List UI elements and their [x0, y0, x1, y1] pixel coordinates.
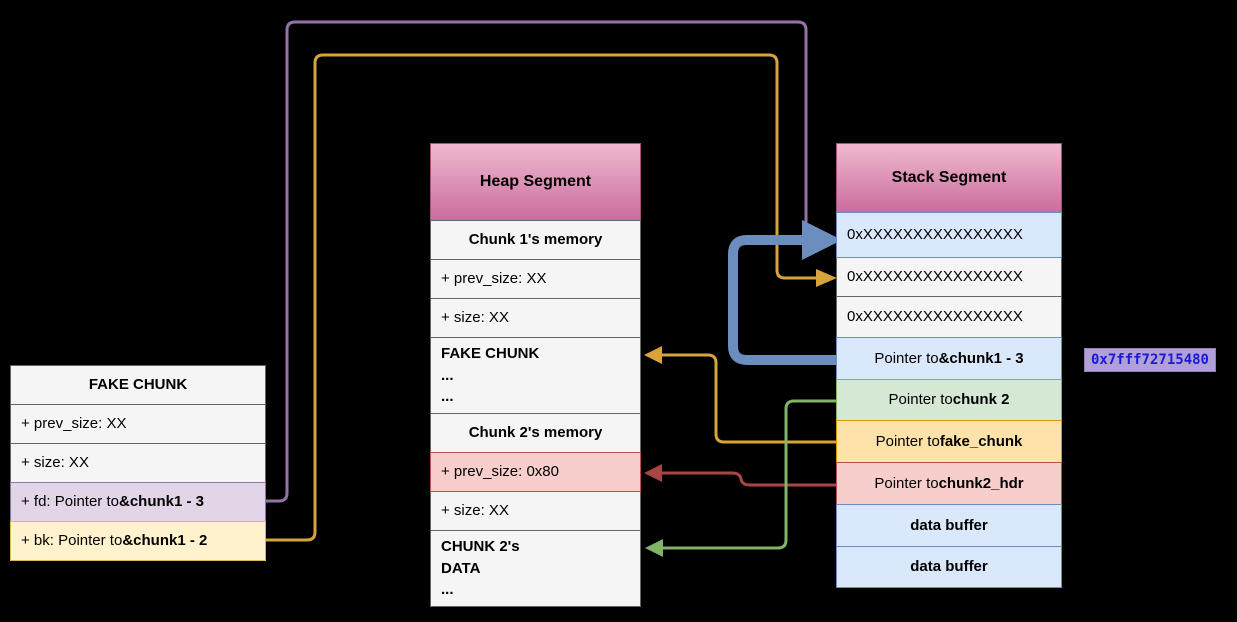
stack-addr-row-2: 0xXXXXXXXXXXXXXXXX: [836, 257, 1062, 297]
heap-chunk2-data-block: CHUNK 2's DATA ...: [430, 530, 641, 607]
heap-chunk1-size-row: + size: XX: [430, 298, 641, 338]
fake-chunk-prev-size-row: + prev_size: XX: [10, 404, 266, 444]
fake-chunk-bk-row: + bk: Pointer to &chunk1 - 2: [10, 521, 266, 561]
ptr-chunk2-hdr-label: Pointer to: [874, 474, 939, 492]
unlink-write-arrowhead: [802, 220, 842, 260]
fd-pointer-arrow: [264, 20, 808, 503]
fake-chunk-pointer-arrowhead: [644, 346, 662, 364]
heap-chunk2-prev-size-row: + prev_size: 0x80: [430, 452, 641, 492]
chunk2-hdr-pointer-arrow: [660, 471, 840, 487]
fd-label: + fd: Pointer to: [21, 493, 119, 511]
ptr-chunk2-value: chunk 2: [952, 391, 1010, 409]
stack-address-label: 0x7fff72715480: [1084, 348, 1216, 372]
stack-segment-title: Stack Segment: [836, 143, 1062, 213]
chunk2-pointer-arrow: [661, 399, 840, 550]
heap-chunk2-header: Chunk 2's memory: [430, 413, 641, 453]
fake-chunk-size-row: + size: XX: [10, 443, 266, 483]
stack-data-buffer-row-2: data buffer: [836, 546, 1062, 588]
fake-chunk-title: FAKE CHUNK: [10, 365, 266, 405]
fake-chunk-box: FAKE CHUNK + prev_size: XX + size: XX + …: [10, 365, 266, 561]
chunk2-hdr-pointer-arrowhead: [644, 464, 662, 482]
fake-chunk-fd-row: + fd: Pointer to &chunk1 - 3: [10, 482, 266, 522]
heap-segment-title: Heap Segment: [430, 143, 641, 221]
ptr-chunk2-hdr-value: chunk2_hdr: [938, 474, 1024, 492]
bk-label: + bk: Pointer to: [21, 532, 123, 550]
heap-chunk1-header: Chunk 1's memory: [430, 220, 641, 260]
heap-chunk1-prev-size-row: + prev_size: XX: [430, 259, 641, 299]
stack-segment-box: Stack Segment 0xXXXXXXXXXXXXXXXX 0xXXXXX…: [836, 143, 1062, 588]
bk-pointer-arrow: [264, 53, 820, 542]
unlink-write-arrow: [728, 235, 845, 365]
stack-data-buffer-row-1: data buffer: [836, 504, 1062, 547]
ptr-chunk1-label: Pointer to: [874, 349, 939, 367]
stack-ptr-chunk1-row: Pointer to &chunk1 - 3: [836, 337, 1062, 380]
bk-value: &chunk1 - 2: [122, 532, 208, 550]
chunk2-pointer-arrowhead: [645, 539, 663, 557]
stack-addr-row-3: 0xXXXXXXXXXXXXXXXX: [836, 296, 1062, 338]
heap-chunk2-size-row: + size: XX: [430, 491, 641, 531]
ptr-chunk2-label: Pointer to: [888, 391, 953, 409]
fd-value: &chunk1 - 3: [118, 493, 205, 511]
ptr-chunk1-value: &chunk1 - 3: [938, 349, 1024, 367]
ptr-fake-chunk-label: Pointer to: [875, 432, 940, 450]
stack-ptr-chunk2-row: Pointer to chunk 2: [836, 379, 1062, 421]
bk-pointer-arrowhead: [816, 269, 837, 287]
heap-segment-box: Heap Segment Chunk 1's memory + prev_siz…: [430, 143, 641, 607]
stack-addr-row-1: 0xXXXXXXXXXXXXXXXX: [836, 212, 1062, 258]
stack-ptr-fake-chunk-row: Pointer to fake_chunk: [836, 420, 1062, 463]
ptr-fake-chunk-value: fake_chunk: [939, 432, 1023, 450]
fake-chunk-pointer-arrow: [660, 353, 840, 444]
heap-fake-chunk-block: FAKE CHUNK ... ...: [430, 337, 641, 414]
stack-ptr-chunk2-hdr-row: Pointer to chunk2_hdr: [836, 462, 1062, 505]
